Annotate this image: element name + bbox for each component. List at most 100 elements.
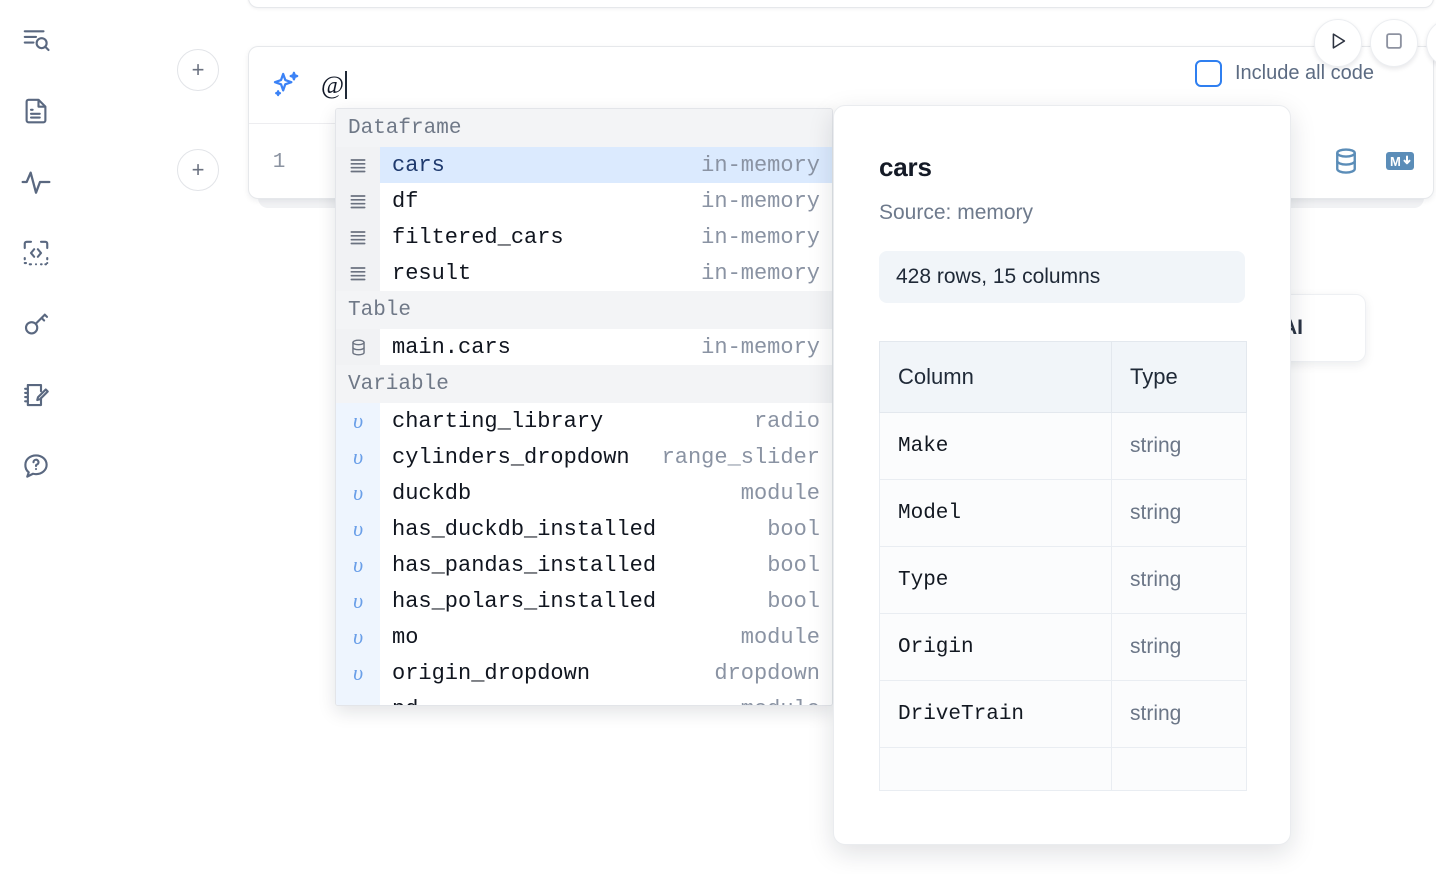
- sidebar-item-activity[interactable]: [14, 160, 58, 204]
- include-all-code-checkbox[interactable]: [1195, 60, 1222, 87]
- variable-icon: υ: [336, 619, 380, 655]
- completion-item[interactable]: υ has_pandas_installed bool: [336, 547, 832, 583]
- include-all-code-control[interactable]: Include all code: [1195, 60, 1374, 87]
- completion-item-name: mo: [392, 624, 419, 650]
- outline-search-icon: [21, 25, 51, 55]
- completion-item-body: duckdb module: [380, 475, 832, 511]
- sidebar-item-help[interactable]: [14, 444, 58, 488]
- variable-icon: υ: [336, 547, 380, 583]
- stop-button[interactable]: [1370, 19, 1418, 67]
- line-number: 1: [272, 150, 286, 174]
- code-editor-row[interactable]: 1 M: [249, 124, 1435, 200]
- plus-icon: +: [191, 57, 205, 82]
- completion-item-type: module: [740, 624, 820, 650]
- run-button[interactable]: [1314, 19, 1362, 67]
- include-all-code-label: Include all code: [1235, 62, 1374, 84]
- completion-item-body: result in-memory: [380, 255, 832, 291]
- ai-prompt-input[interactable]: @: [321, 70, 348, 100]
- dataframe-icon: [336, 183, 380, 219]
- svg-text:M: M: [1390, 154, 1401, 169]
- detail-shape-badge: 428 rows, 15 columns: [879, 251, 1245, 303]
- notebook-file-icon: [21, 96, 51, 126]
- play-icon: [1327, 30, 1349, 57]
- completion-item-name: has_polars_installed: [392, 588, 657, 614]
- markdown-icon[interactable]: M: [1385, 150, 1415, 177]
- completion-item-type: module: [727, 697, 820, 706]
- completion-item-body: cars in-memory: [380, 147, 832, 183]
- stop-square-icon: [1383, 30, 1405, 57]
- completion-detail-panel: cars Source: memory 428 rows, 15 columns…: [833, 105, 1291, 845]
- sidebar-item-snippets[interactable]: [14, 231, 58, 275]
- dataframe-icon: [336, 147, 380, 183]
- database-icon[interactable]: [1331, 146, 1361, 181]
- completion-group-header: Variable: [336, 365, 832, 403]
- completion-item-type: in-memory: [701, 224, 820, 250]
- detail-source: Source: memory: [879, 201, 1034, 224]
- schema-column-header: Type: [1111, 341, 1247, 413]
- completion-item[interactable]: υpdmodule: [336, 691, 832, 706]
- sidebar-item-files[interactable]: [14, 89, 58, 133]
- variable-icon: υ: [336, 583, 380, 619]
- completion-item[interactable]: result in-memory: [336, 255, 832, 291]
- detail-title: cars: [879, 152, 932, 182]
- dataframe-icon: [336, 255, 380, 291]
- completion-item-type: bool: [767, 552, 820, 578]
- scratchpad-edit-icon: [21, 380, 51, 410]
- add-cell-button-top[interactable]: +: [177, 49, 219, 91]
- schema-column-type: string: [1111, 680, 1247, 748]
- completion-item-name: cars: [392, 152, 445, 178]
- completion-item-name: has_pandas_installed: [392, 552, 657, 578]
- sidebar-item-explore[interactable]: [14, 18, 58, 62]
- completion-item-body: df in-memory: [380, 183, 832, 219]
- completion-item-body: mo module: [380, 619, 832, 655]
- completion-item-type: in-memory: [701, 152, 820, 178]
- dataframe-icon: [336, 219, 380, 255]
- schema-column-name: [879, 747, 1112, 791]
- completion-item-name: df: [392, 188, 419, 214]
- completion-item-type: radio: [753, 408, 820, 434]
- completion-item-name: duckdb: [392, 480, 472, 506]
- completion-item[interactable]: cars in-memory: [336, 147, 832, 183]
- variable-icon: υ: [336, 691, 380, 705]
- completion-item-type: in-memory: [701, 260, 820, 286]
- schema-column-type: string: [1111, 613, 1247, 681]
- cell-tool-group: M: [1331, 146, 1415, 181]
- completion-group-header: Table: [336, 291, 832, 329]
- schema-column-name: Origin: [879, 613, 1112, 681]
- schema-column-name: Make: [879, 412, 1112, 480]
- sidebar-item-secrets[interactable]: [14, 302, 58, 346]
- completion-item-body: pdmodule: [380, 691, 832, 706]
- schema-column-type: string: [1111, 412, 1247, 480]
- completion-item-type: range_slider: [661, 444, 820, 470]
- add-cell-button-bottom[interactable]: +: [177, 149, 219, 191]
- completion-item[interactable]: df in-memory: [336, 183, 832, 219]
- completion-item-name: result: [392, 260, 472, 286]
- variable-icon: υ: [336, 439, 380, 475]
- completion-item-type: module: [740, 480, 820, 506]
- text-caret: [345, 70, 348, 99]
- sidebar-item-scratchpad[interactable]: [14, 373, 58, 417]
- variable-icon: υ: [336, 475, 380, 511]
- completion-item-type: in-memory: [701, 334, 820, 360]
- completion-item-type: in-memory: [701, 188, 820, 214]
